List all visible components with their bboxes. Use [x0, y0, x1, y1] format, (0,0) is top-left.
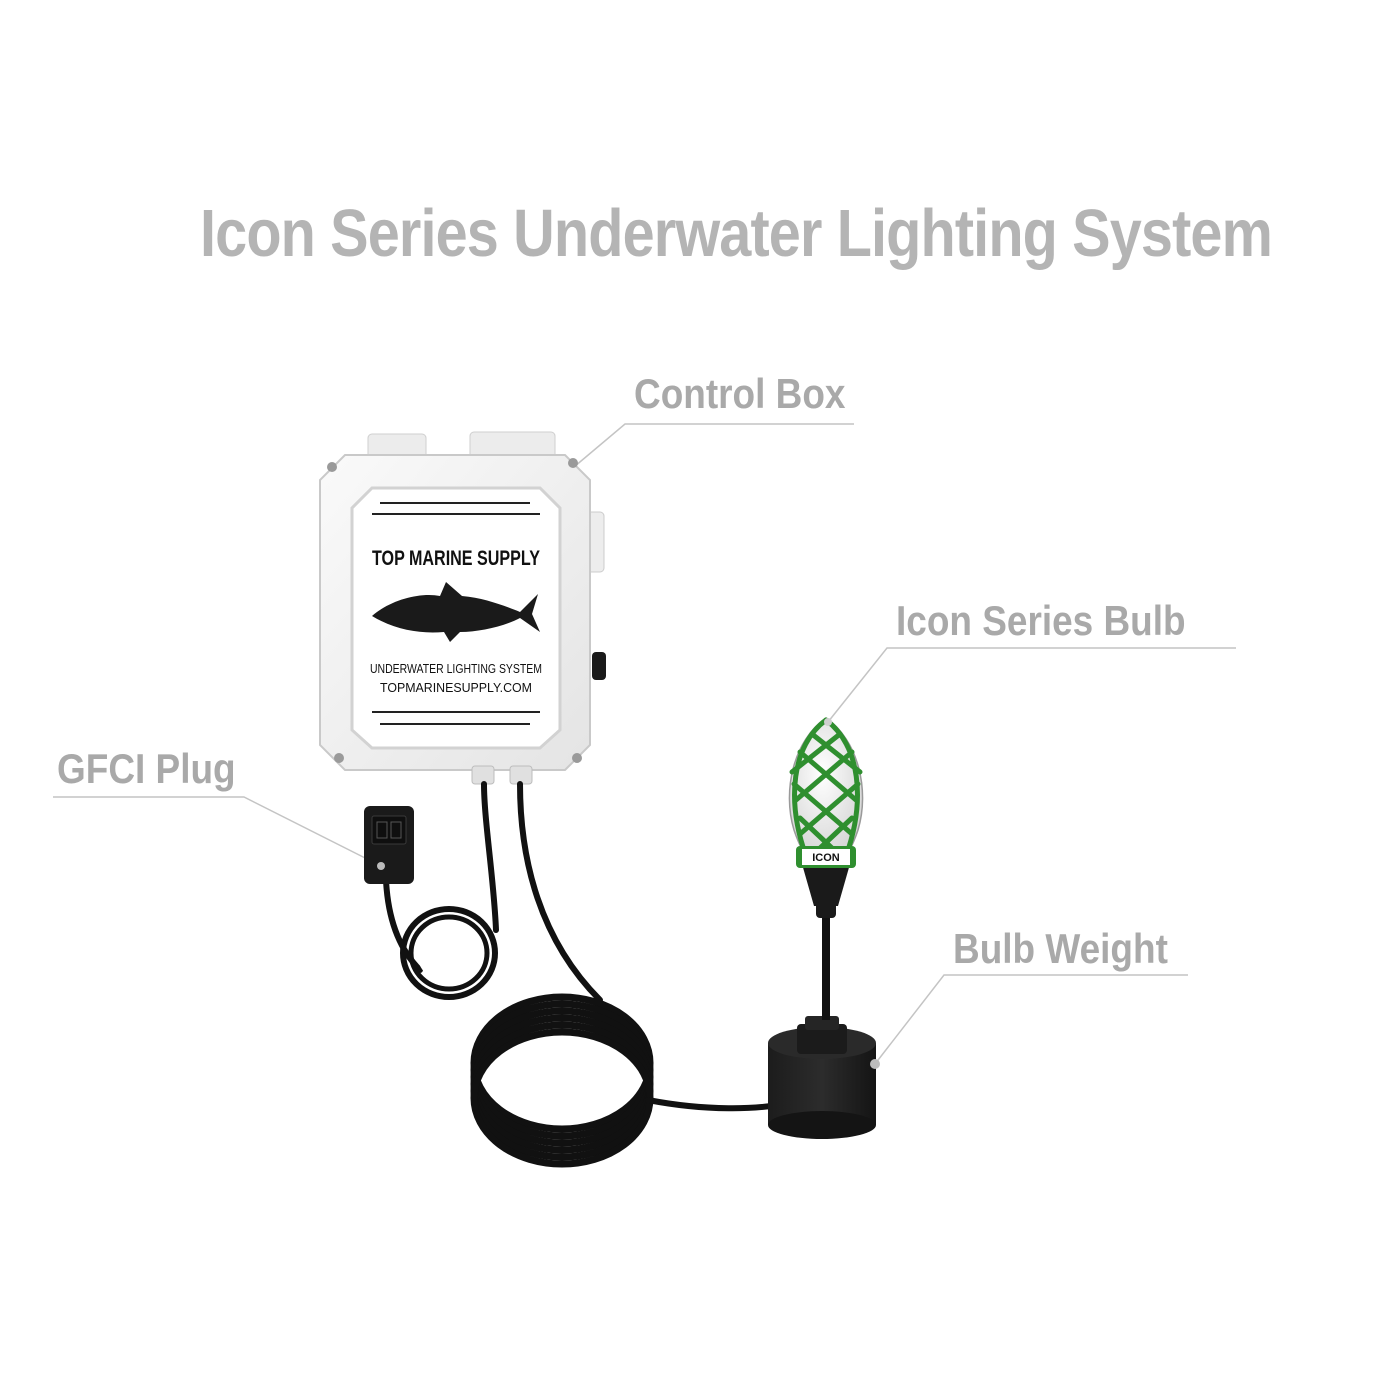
control-box-brand: TOP MARINE SUPPLY [372, 547, 540, 570]
leader-lines [53, 423, 1236, 1065]
gfci-plug [364, 806, 414, 884]
bulb-weight [768, 1016, 880, 1139]
control-box-product: UNDERWATER LIGHTING SYSTEM [370, 661, 542, 676]
leader-line-icon-series-bulb [827, 647, 1236, 723]
fish-logo [372, 582, 540, 642]
leader-line-gfci-plug [53, 796, 382, 867]
callout-label-icon-series-bulb: Icon Series Bulb [896, 597, 1186, 644]
gfci-coil-center [417, 923, 481, 983]
callout-label-control-box: Control Box [634, 370, 846, 417]
icon-series-bulb: ICON [788, 717, 864, 868]
callout-label-bulb-weight: Bulb Weight [953, 925, 1168, 972]
screw-icon [568, 458, 578, 468]
leader-line-bulb-weight [874, 974, 1188, 1065]
screw-icon [334, 753, 344, 763]
page-title: Icon Series Underwater Lighting System [200, 196, 1273, 271]
callout-label-gfci-plug: GFCI Plug [57, 745, 236, 792]
bulb-stem [802, 864, 850, 1020]
screw-icon [327, 462, 337, 472]
control-box: TOP MARINE SUPPLY UNDERWATER LIGHTING SY… [319, 431, 606, 785]
control-box-website: TOPMARINESUPPLY.COM [380, 680, 532, 695]
screw-icon [572, 753, 582, 763]
gfci-indicator-icon [377, 862, 385, 870]
leader-line-control-box [567, 423, 854, 473]
bulb-label: ICON [812, 852, 840, 864]
